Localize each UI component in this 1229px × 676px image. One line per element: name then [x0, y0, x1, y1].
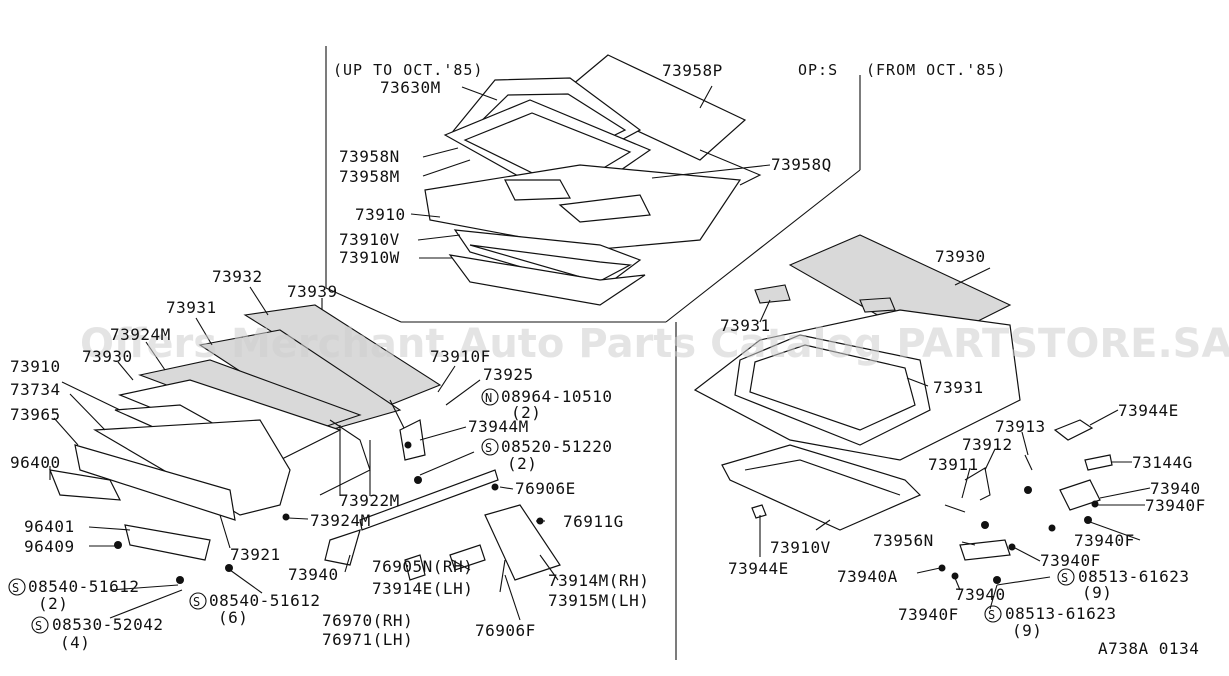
n-marker-icon: [481, 388, 499, 406]
label-08540-51612-b: 08540-51612: [209, 591, 320, 610]
label-73925: 73925: [483, 365, 534, 384]
label-73630M: 73630M: [380, 78, 441, 97]
label-73914E: 73914E(LH): [372, 579, 473, 598]
label-08540-b-qty: (6): [218, 608, 248, 627]
label-73910W: 73910W: [339, 248, 400, 267]
label-73734: 73734: [10, 380, 61, 399]
label-76906F: 76906F: [475, 621, 536, 640]
label-76905N: 76905N(RH): [372, 557, 473, 576]
label-73939: 73939: [287, 282, 338, 301]
label-08964-10510: 08964-10510: [501, 387, 612, 406]
label-08513-a-qty: (9): [1082, 583, 1112, 602]
label-73910V-right: 73910V: [770, 538, 831, 557]
label-08520-51220: 08520-51220: [501, 437, 612, 456]
label-73944E-left: 73944E: [728, 559, 789, 578]
label-73940F-r2: 73940F: [1074, 531, 1135, 550]
label-08530-qty: (4): [60, 633, 90, 652]
label-73930-left: 73930: [82, 347, 133, 366]
label-73965: 73965: [10, 405, 61, 424]
leader-lines: [49, 85, 1151, 621]
label-73958P: 73958P: [662, 61, 723, 80]
s-marker-icon: [31, 616, 49, 634]
s-marker-letter: S: [12, 581, 19, 595]
label-73914M: 73914M(RH): [548, 571, 649, 590]
part-labels: 73958P 73630M 73958N 73958M 73958Q 73910…: [8, 61, 1206, 658]
label-73940-r2: 73940: [955, 585, 1006, 604]
label-73944M: 73944M: [468, 417, 529, 436]
label-96400: 96400: [10, 453, 61, 472]
label-73912: 73912: [962, 435, 1013, 454]
s-marker-letter: S: [35, 619, 42, 633]
s-marker-letter: S: [1061, 571, 1068, 585]
label-73931-r2: 73931: [933, 378, 984, 397]
label-73940F-r1: 73940F: [1145, 496, 1206, 515]
sunroof-assembly-late: [693, 234, 1113, 584]
label-73944E-right: 73944E: [1118, 401, 1179, 420]
s-marker-icon: [1057, 568, 1075, 586]
label-96409: 96409: [24, 537, 75, 556]
label-08513-61623-b: 08513-61623: [1005, 604, 1116, 623]
label-76911G: 76911G: [563, 512, 624, 531]
label-73924M-top: 73924M: [110, 325, 171, 344]
label-73940-left: 73940: [288, 565, 339, 584]
label-76906E: 76906E: [515, 479, 576, 498]
label-73940F-r4: 73940F: [898, 605, 959, 624]
label-73910F: 73910F: [430, 347, 491, 366]
label-73144G: 73144G: [1132, 453, 1193, 472]
sunroof-assembly-early: [424, 54, 762, 306]
n-marker-letter: N: [485, 391, 492, 405]
watermark-text: Offers Merchant Auto Parts Catalog PARTS…: [80, 321, 1229, 367]
s-marker-letter: S: [988, 608, 995, 622]
label-76971: 76971(LH): [322, 630, 413, 649]
diagram-code: A738A 0134: [1098, 639, 1199, 658]
label-96401: 96401: [24, 517, 75, 536]
label-73931-left: 73931: [166, 298, 217, 317]
label-73931-r1: 73931: [720, 316, 771, 335]
label-73921: 73921: [230, 545, 281, 564]
label-73924M-bot: 73924M: [310, 511, 371, 530]
s-marker-letter: S: [193, 595, 200, 609]
s-marker-icon: [189, 592, 207, 610]
label-08513-61623-a: 08513-61623: [1078, 567, 1189, 586]
s-marker-icon: [984, 605, 1002, 623]
header-from: (FROM OCT.'85): [866, 61, 1006, 79]
s-marker-letter: S: [485, 441, 492, 455]
header-ops: OP:S: [798, 61, 838, 79]
label-73958M: 73958M: [339, 167, 400, 186]
label-73940F-r3: 73940F: [1040, 551, 1101, 570]
label-73910V-top: 73910V: [339, 230, 400, 249]
label-08964-qty: (2): [511, 403, 541, 422]
label-08530-52042: 08530-52042: [52, 615, 163, 634]
label-76970: 76970(RH): [322, 611, 413, 630]
roof-trim-assembly: [49, 304, 561, 584]
label-73930-right: 73930: [935, 247, 986, 266]
label-08540-a-qty: (2): [38, 594, 68, 613]
label-73910-top: 73910: [355, 205, 406, 224]
label-73958N: 73958N: [339, 147, 400, 166]
header-upto: (UP TO OCT.'85): [333, 61, 483, 79]
label-08520-qty: (2): [507, 454, 537, 473]
s-marker-icon: [481, 438, 499, 456]
label-73922M: 73922M: [339, 491, 400, 510]
label-73940-r1: 73940: [1150, 479, 1201, 498]
s-marker-icon: [8, 578, 26, 596]
label-73915M: 73915M(LH): [548, 591, 649, 610]
label-73940A: 73940A: [837, 567, 898, 586]
label-73956N: 73956N: [873, 531, 934, 550]
label-73932: 73932: [212, 267, 263, 286]
diagram-frame: [325, 46, 861, 660]
label-73913: 73913: [995, 417, 1046, 436]
label-08513-b-qty: (9): [1012, 621, 1042, 640]
label-73910-left: 73910: [10, 357, 61, 376]
label-73958Q: 73958Q: [771, 155, 832, 174]
label-08540-51612-a: 08540-51612: [28, 577, 139, 596]
label-73911: 73911: [928, 455, 979, 474]
